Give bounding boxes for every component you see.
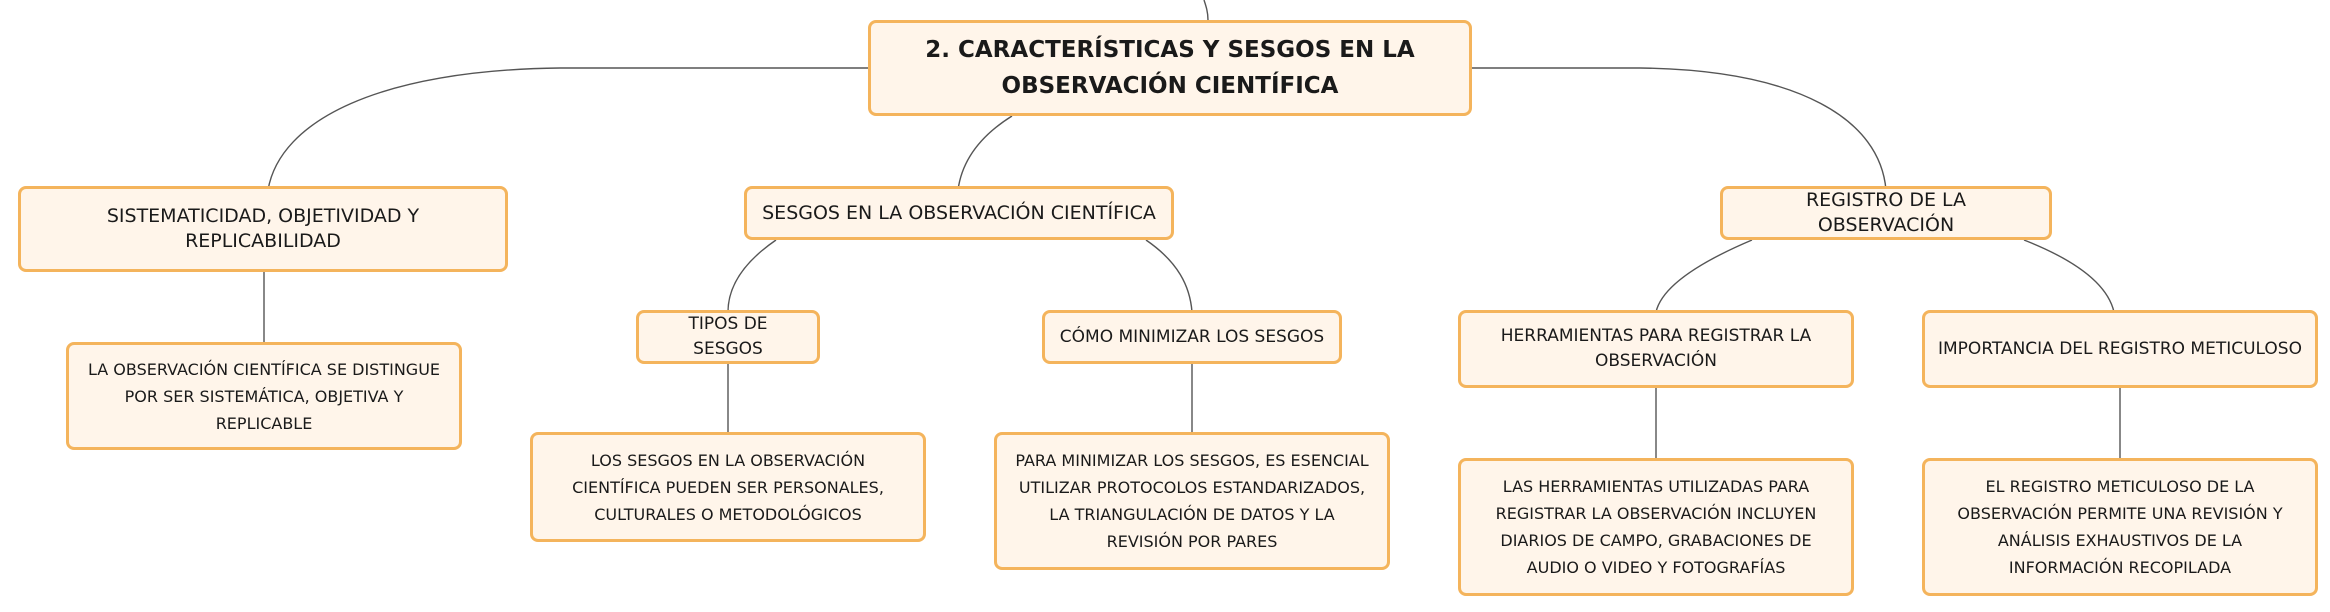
herramientas-detail-label: LAS HERRAMIENTAS UTILIZADAS PARA REGISTR… xyxy=(1495,477,1817,577)
branch-sistematicidad-label: SISTEMATICIDAD, OBJETIVIDAD Y REPLICABIL… xyxy=(106,205,420,252)
tipos-de-sesgos-label: TIPOS DE SESGOS xyxy=(688,314,768,359)
minimizar-sesgos-label: CÓMO MINIMIZAR LOS SESGOS xyxy=(1059,326,1325,347)
importancia-registro-node[interactable]: IMPORTANCIA DEL REGISTRO METICULOSO xyxy=(1922,310,2318,388)
connector-root-top xyxy=(1203,0,1209,21)
connector-root-to-sistematicidad xyxy=(267,67,872,191)
sistematicidad-detail-label: LA OBSERVACIÓN CIENTÍFICA SE DISTINGUE P… xyxy=(87,359,441,433)
branch-sistematicidad-node[interactable]: SISTEMATICIDAD, OBJETIVIDAD Y REPLICABIL… xyxy=(18,186,508,272)
tipos-de-sesgos-detail-label: LOS SESGOS EN LA OBSERVACIÓN CIENTÍFICA … xyxy=(572,450,884,524)
tipos-de-sesgos-node[interactable]: TIPOS DE SESGOS xyxy=(636,310,820,364)
root-topic-node[interactable]: 2. CARACTERÍSTICAS Y SESGOS EN LA OBSERV… xyxy=(868,20,1472,116)
importancia-registro-label: IMPORTANCIA DEL REGISTRO METICULOSO xyxy=(1938,338,2302,359)
connector-root-to-sesgos xyxy=(957,115,1013,191)
connector-sesgos-to-minimizar xyxy=(1145,239,1193,313)
connector-registro-to-importancia xyxy=(2023,239,2115,313)
sistematicidad-detail-node[interactable]: LA OBSERVACIÓN CIENTÍFICA SE DISTINGUE P… xyxy=(66,342,462,450)
branch-registro-node[interactable]: REGISTRO DE LA OBSERVACIÓN xyxy=(1720,186,2052,240)
importancia-registro-detail-label: EL REGISTRO METICULOSO DE LA OBSERVACIÓN… xyxy=(1957,477,2283,577)
herramientas-label: HERRAMIENTAS PARA REGISTRAR LA OBSERVACI… xyxy=(1500,326,1812,371)
root-topic-label: 2. CARACTERÍSTICAS Y SESGOS EN LA OBSERV… xyxy=(925,37,1415,99)
minimizar-sesgos-node[interactable]: CÓMO MINIMIZAR LOS SESGOS xyxy=(1042,310,1342,364)
connector-root-to-registro xyxy=(1468,67,1887,191)
herramientas-node[interactable]: HERRAMIENTAS PARA REGISTRAR LA OBSERVACI… xyxy=(1458,310,1854,388)
branch-registro-label: REGISTRO DE LA OBSERVACIÓN xyxy=(1805,189,1967,236)
branch-sesgos-node[interactable]: SESGOS EN LA OBSERVACIÓN CIENTÍFICA xyxy=(744,186,1174,240)
tipos-de-sesgos-detail-node[interactable]: LOS SESGOS EN LA OBSERVACIÓN CIENTÍFICA … xyxy=(530,432,926,542)
minimizar-sesgos-detail-node[interactable]: PARA MINIMIZAR LOS SESGOS, ES ESENCIAL U… xyxy=(994,432,1390,570)
connector-sesgos-to-tipos xyxy=(727,239,777,313)
importancia-registro-detail-node[interactable]: EL REGISTRO METICULOSO DE LA OBSERVACIÓN… xyxy=(1922,458,2318,596)
herramientas-detail-node[interactable]: LAS HERRAMIENTAS UTILIZADAS PARA REGISTR… xyxy=(1458,458,1854,596)
branch-sesgos-label: SESGOS EN LA OBSERVACIÓN CIENTÍFICA xyxy=(762,201,1156,224)
connector-registro-to-herramientas xyxy=(1655,239,1753,313)
minimizar-sesgos-detail-label: PARA MINIMIZAR LOS SESGOS, ES ESENCIAL U… xyxy=(1015,451,1369,551)
